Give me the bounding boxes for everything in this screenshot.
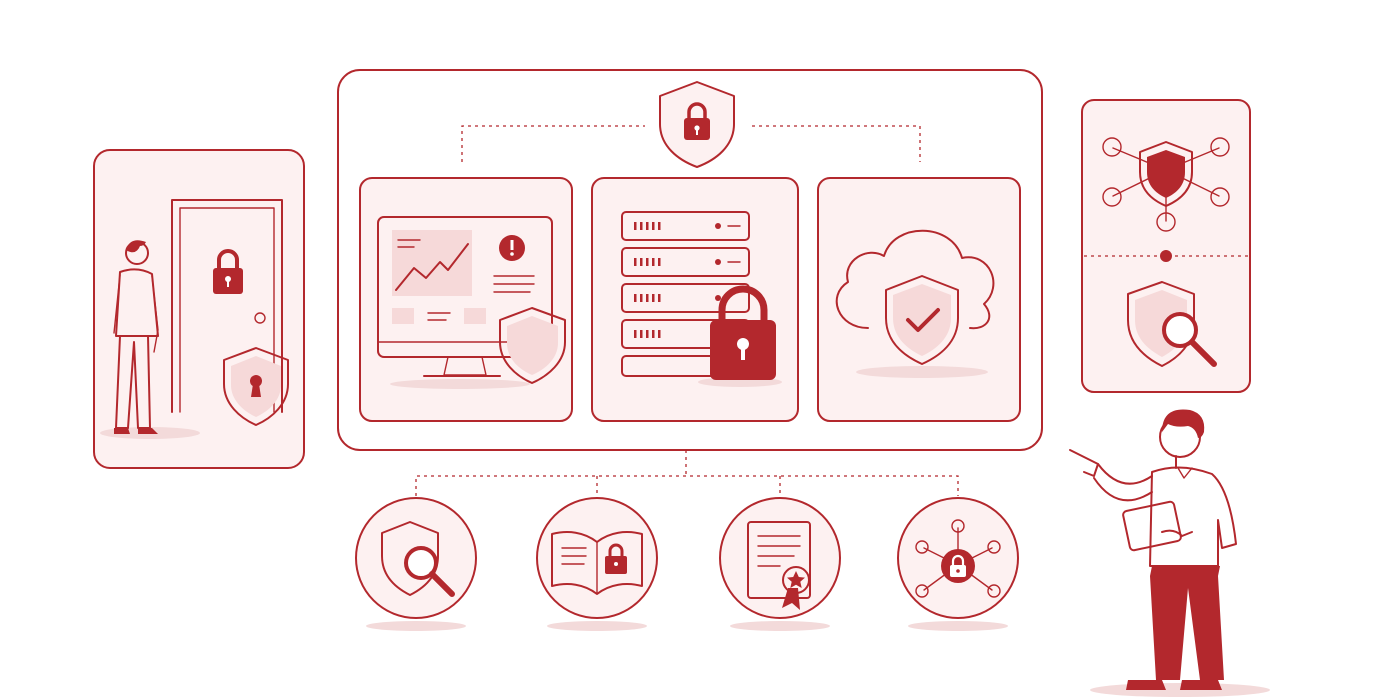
encryption-circle (897, 497, 1019, 631)
shield-keyhole-icon (223, 347, 289, 426)
policy-circle (536, 497, 658, 631)
presenter-with-tablet (1069, 409, 1270, 697)
door-with-lock-icon (171, 199, 283, 413)
certificate-award-icon (747, 521, 811, 610)
cloud-shield-check-icon (835, 229, 995, 378)
network-lock-icon (915, 519, 1001, 598)
monitoring-card (359, 177, 573, 422)
person-at-door (113, 240, 159, 434)
server-card (591, 177, 799, 422)
shield-magnifier-icon (381, 521, 455, 597)
cloud-card (817, 177, 1021, 422)
server-rack-lock-icon (621, 211, 782, 387)
shield-magnifier-icon (1127, 281, 1217, 367)
audit-circle (355, 497, 477, 631)
door-access-panel (93, 149, 305, 469)
bottom-connectors (415, 450, 959, 496)
network-audit-panel (1081, 99, 1251, 393)
certificate-circle (719, 497, 841, 631)
network-shield-icon (1102, 137, 1230, 232)
shield-lock-icon (659, 81, 735, 168)
central-security-panel (337, 69, 1043, 451)
book-lock-icon (551, 531, 643, 595)
monitor-alert-chart-icon (377, 216, 566, 389)
tablet-device (1122, 500, 1193, 552)
